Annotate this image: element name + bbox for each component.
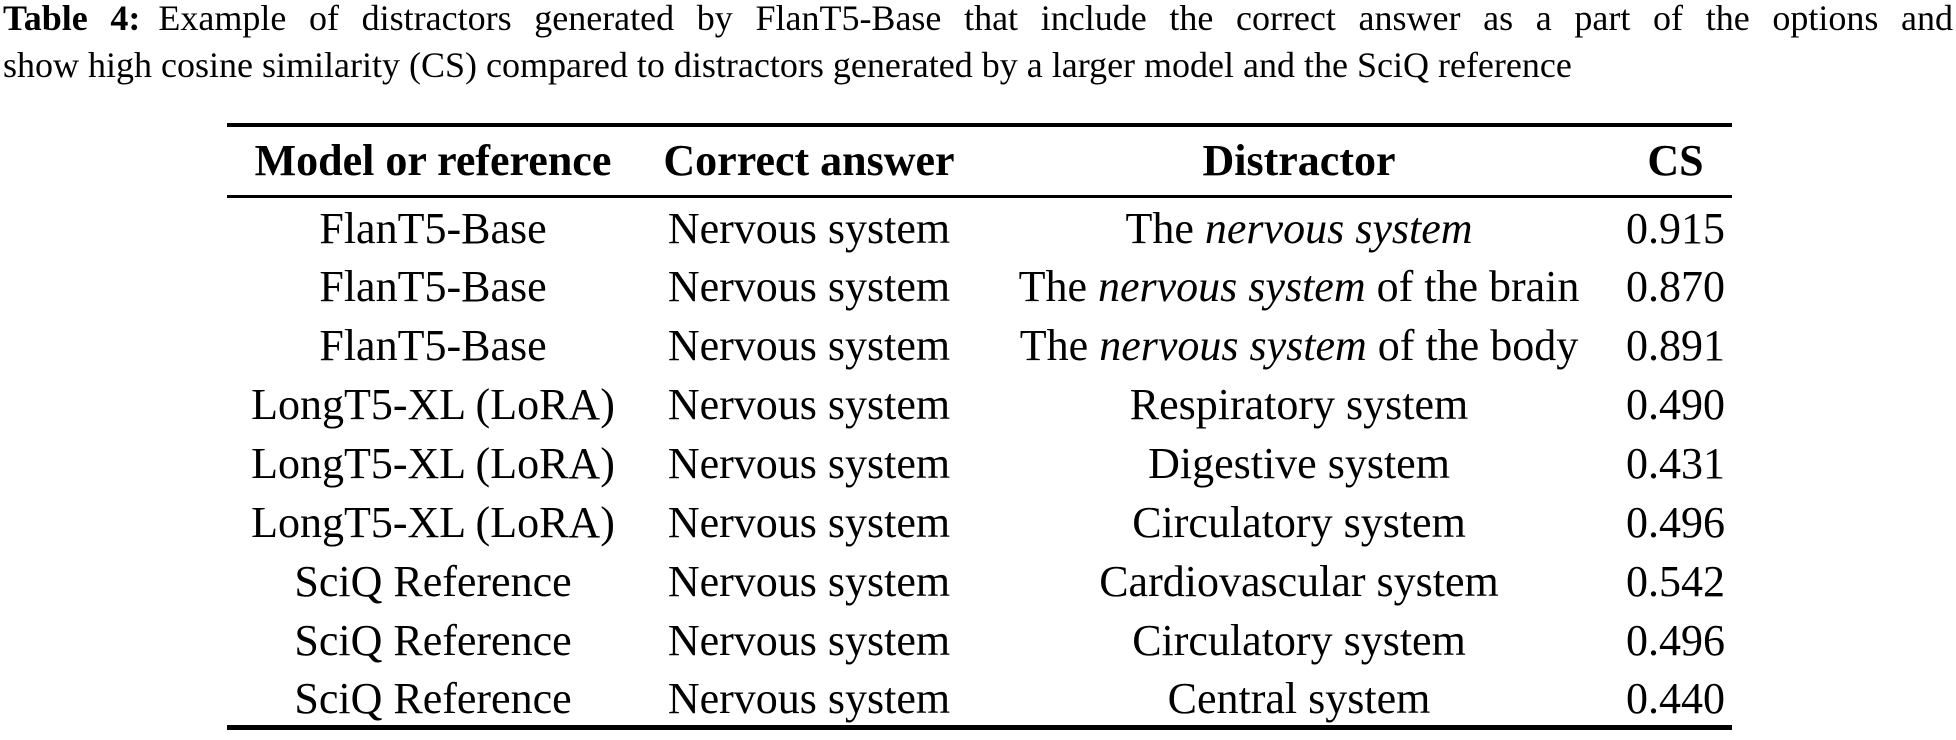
caption-text-line2: show high cosine similarity (CS) compare… — [3, 45, 1572, 85]
distractor-segment: Central system — [1167, 673, 1431, 723]
distractor-cell: The nervous system — [979, 196, 1619, 255]
model-cell: LongT5-XL (LoRA) — [251, 498, 615, 547]
cs-cell: 0.440 — [1626, 673, 1725, 723]
cs-cell: 0.496 — [1626, 498, 1725, 547]
table-row: LongT5-XL (LoRA) Nervous system Digestive … — [227, 432, 1732, 491]
distractor-italic-segment: nervous system — [1097, 262, 1366, 311]
model-cell: LongT5-XL (LoRA) — [251, 439, 615, 488]
table-row: SciQ Reference Nervous system Central syst… — [227, 668, 1732, 727]
correct-answer-cell: Nervous system — [667, 380, 951, 429]
cs-cell: 0.891 — [1626, 321, 1725, 370]
table-row: FlanT5-Base Nervous system The nervous sys… — [227, 255, 1732, 314]
distractor-cell: The nervous system of the body — [979, 314, 1619, 373]
distractor-cell: Respiratory system — [979, 373, 1619, 432]
table-row: SciQ Reference Nervous system Circulatory … — [227, 609, 1732, 668]
distractor-segment: Digestive system — [1148, 439, 1450, 488]
distractor-segment: The — [1019, 321, 1100, 370]
table-row: LongT5-XL (LoRA) Nervous system Circulator… — [227, 491, 1732, 550]
cs-cell: 0.431 — [1626, 439, 1725, 488]
table-row: FlanT5-Base Nervous system The nervous sys… — [227, 196, 1732, 255]
distractor-segment: Respiratory system — [1129, 380, 1469, 429]
correct-answer-cell: Nervous system — [667, 616, 951, 665]
correct-answer-cell: Nervous system — [667, 262, 951, 311]
model-cell: SciQ Reference — [294, 557, 572, 606]
table-row: SciQ Reference Nervous system Cardiovascul… — [227, 550, 1732, 609]
table-row: FlanT5-Base Nervous system The nervous sys… — [227, 314, 1732, 373]
distractor-segment: Circulatory system — [1132, 498, 1466, 547]
correct-answer-cell: Nervous system — [667, 557, 951, 606]
distractor-similarity-table: Model or reference Correct answer Distra… — [227, 123, 1732, 730]
caption-label: Table 4: — [3, 0, 141, 38]
caption-line-1: Table 4: Example of distractors generated… — [3, 0, 1953, 42]
correct-answer-cell: Nervous system — [667, 498, 951, 547]
cs-cell: 0.496 — [1626, 616, 1725, 665]
correct-answer-cell: Nervous system — [667, 673, 951, 723]
cs-cell: 0.915 — [1626, 203, 1725, 253]
model-cell: SciQ Reference — [294, 616, 572, 665]
correct-answer-cell: Nervous system — [667, 439, 951, 488]
table-container: Model or reference Correct answer Distra… — [227, 123, 1732, 730]
cs-cell: 0.490 — [1626, 380, 1725, 429]
table-caption: Table 4: Example of distractors generated… — [3, 0, 1953, 89]
column-header-cs: CS — [1647, 136, 1704, 186]
distractor-segment: The — [1125, 203, 1205, 253]
model-cell: LongT5-XL (LoRA) — [251, 380, 615, 429]
distractor-italic-segment: nervous system — [1204, 203, 1473, 253]
model-cell: FlanT5-Base — [319, 321, 547, 370]
model-cell: FlanT5-Base — [319, 262, 547, 311]
distractor-segment: of the body — [1366, 321, 1579, 370]
distractor-cell: The nervous system of the brain — [979, 255, 1619, 314]
model-cell: FlanT5-Base — [319, 203, 547, 253]
cs-cell: 0.870 — [1626, 262, 1725, 311]
distractor-segment: of the brain — [1365, 262, 1580, 311]
distractor-segment: The — [1018, 262, 1098, 311]
caption-line-2: show high cosine similarity (CS) compare… — [3, 42, 1953, 89]
column-header-model: Model or reference — [254, 136, 612, 186]
distractor-cell: Cardiovascular system — [979, 550, 1619, 609]
cs-cell: 0.542 — [1626, 557, 1725, 606]
header-row: Model or reference Correct answer Distra… — [227, 125, 1732, 196]
distractor-italic-segment: nervous system — [1099, 321, 1367, 370]
distractor-cell: Circulatory system — [979, 609, 1619, 668]
distractor-cell: Central system — [979, 668, 1619, 727]
distractor-segment: Cardiovascular system — [1099, 557, 1499, 606]
model-cell: SciQ Reference — [294, 673, 572, 723]
distractor-segment: Circulatory system — [1132, 616, 1466, 665]
caption-text-line1: Example of distractors generated by Flan… — [158, 0, 1953, 38]
distractor-cell: Circulatory system — [979, 491, 1619, 550]
distractor-cell: Digestive system — [979, 432, 1619, 491]
column-header-distractor: Distractor — [1202, 136, 1396, 186]
column-header-correct-answer: Correct answer — [663, 136, 955, 186]
correct-answer-cell: Nervous system — [667, 203, 951, 253]
correct-answer-cell: Nervous system — [667, 321, 951, 370]
table-row: LongT5-XL (LoRA) Nervous system Respirator… — [227, 373, 1732, 432]
